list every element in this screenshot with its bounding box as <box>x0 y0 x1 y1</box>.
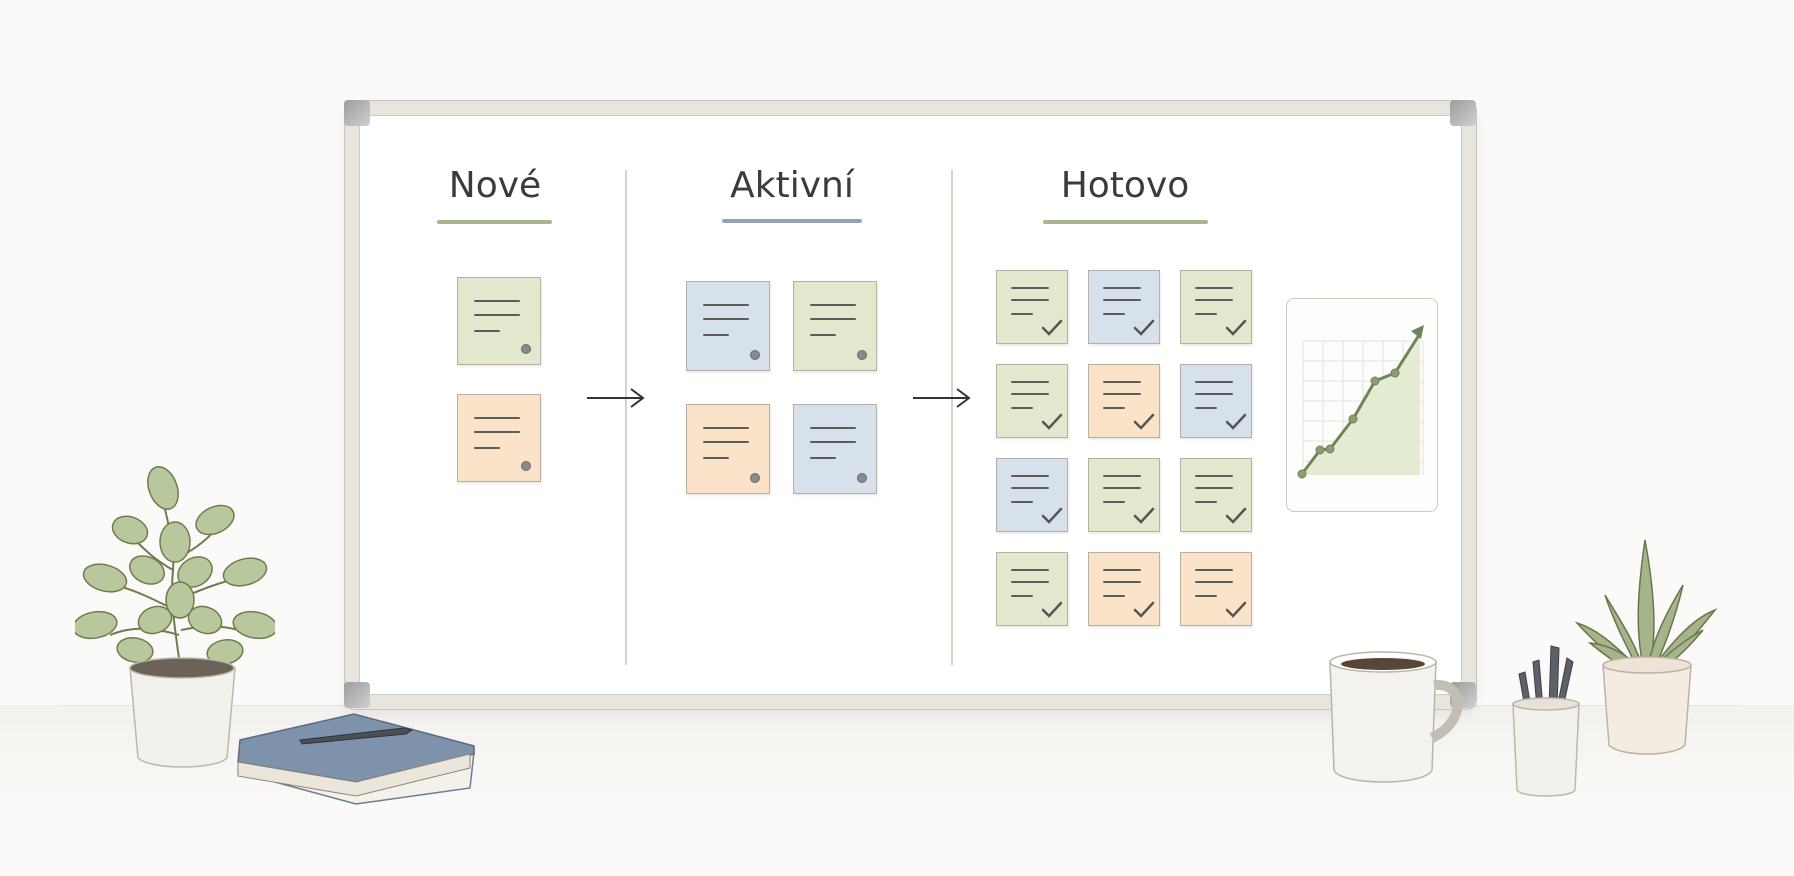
plant-icon <box>75 466 275 768</box>
column-underline <box>722 219 862 223</box>
sticky-note <box>793 281 877 371</box>
sticky-note-done <box>1180 364 1252 438</box>
sticky-note-done <box>996 270 1068 344</box>
sticky-note-done <box>1180 458 1252 532</box>
column-divider <box>625 170 627 665</box>
sticky-note-done <box>1180 552 1252 626</box>
checkmark-icon <box>1041 601 1063 618</box>
sticky-note-done <box>996 364 1068 438</box>
column-divider <box>951 170 953 665</box>
status-dot <box>521 461 531 471</box>
checkmark-icon <box>1225 601 1247 618</box>
sticky-note-done <box>1088 458 1160 532</box>
progress-chart-card <box>1286 298 1438 512</box>
notebook-icon <box>237 713 475 805</box>
sticky-note <box>686 281 770 371</box>
status-dot <box>521 344 531 354</box>
checkmark-icon <box>1041 507 1063 524</box>
coffee-mug-icon <box>1329 651 1463 783</box>
sticky-note-done <box>1088 270 1160 344</box>
sticky-note-done <box>1088 552 1160 626</box>
status-dot <box>750 473 760 483</box>
sticky-note <box>457 277 541 365</box>
column-underline <box>437 220 552 224</box>
sticky-note <box>457 394 541 482</box>
checkmark-icon <box>1133 319 1155 336</box>
column-title-done: Hotovo <box>1060 165 1190 206</box>
checkmark-icon <box>1225 319 1247 336</box>
sticky-note-done <box>1088 364 1160 438</box>
status-dot <box>857 473 867 483</box>
trend-chart-icon <box>1297 325 1424 479</box>
checkmark-icon <box>1133 413 1155 430</box>
arrow-right-icon <box>913 388 971 408</box>
checkmark-icon <box>1133 507 1155 524</box>
status-dot <box>857 350 867 360</box>
board-corner <box>344 682 370 708</box>
board-corner <box>344 100 370 126</box>
column-title-new: Nové <box>448 165 542 206</box>
status-dot <box>750 350 760 360</box>
column-underline <box>1043 220 1208 224</box>
board-corner <box>1450 100 1476 126</box>
pen-icon <box>299 727 414 745</box>
sticky-note-done <box>996 552 1068 626</box>
plant-icon <box>1575 539 1718 755</box>
column-title-active: Aktivní <box>730 165 854 206</box>
checkmark-icon <box>1225 413 1247 430</box>
sticky-note-done <box>1180 270 1252 344</box>
checkmark-icon <box>1133 601 1155 618</box>
sticky-note <box>793 404 877 494</box>
arrow-right-icon <box>587 388 645 408</box>
sticky-note-done <box>996 458 1068 532</box>
checkmark-icon <box>1041 319 1063 336</box>
checkmark-icon <box>1225 507 1247 524</box>
sticky-note <box>686 404 770 494</box>
pencil-cup-icon <box>1512 645 1580 797</box>
checkmark-icon <box>1041 413 1063 430</box>
